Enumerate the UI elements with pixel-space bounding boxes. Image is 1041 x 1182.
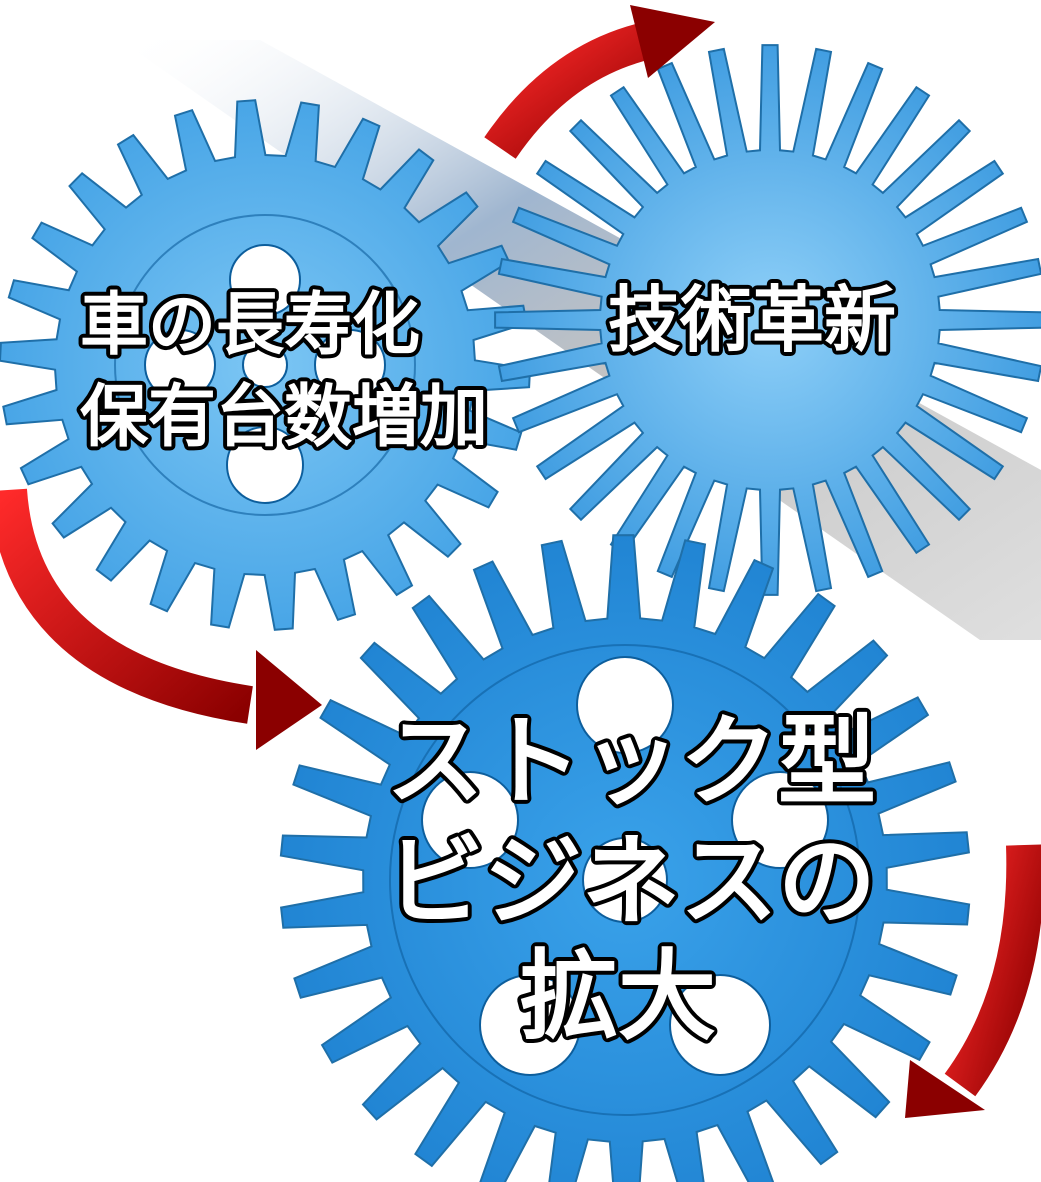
gear-bottom-hole-0 <box>576 656 674 754</box>
gear-icon-left <box>0 99 532 631</box>
bottom-gear-label-line3: 拡大 <box>520 940 716 1054</box>
cycle-arrow-icon-right <box>905 844 1041 1118</box>
gear-left-hole-2 <box>314 329 386 401</box>
gear-bottom-hole-1 <box>421 771 519 869</box>
left-gear-label-line2: 保有台数増加 <box>80 378 488 457</box>
gear-bottom-ring <box>389 644 861 1116</box>
gear-right-body <box>494 44 1041 596</box>
gear-left-hole-0 <box>229 244 301 316</box>
gear-bottom-hole-4 <box>669 974 771 1076</box>
right-gear-label: 技術革新 <box>608 278 896 362</box>
bottom-gear-label-line1: ストック型 <box>386 705 876 819</box>
cycle-arrow-icon-top <box>484 5 715 159</box>
gear-icon-right <box>494 44 1041 596</box>
gear-left-hole-1 <box>144 329 216 401</box>
gear-icon-bottom <box>279 534 971 1182</box>
gear-bottom-hole-5 <box>582 837 668 923</box>
gear-left-hole-4 <box>242 342 288 388</box>
bottom-gear-label-line2: ビジネスの <box>386 825 876 939</box>
gear-bottom-hole-3 <box>479 974 581 1076</box>
gear-left-ring <box>114 214 416 516</box>
cycle-arrow-icon-left <box>0 488 322 750</box>
left-gear-label-line1: 車の長寿化 <box>80 286 420 365</box>
gear-left-hole-3 <box>226 426 304 504</box>
gear-bottom-hole-2 <box>731 771 829 869</box>
